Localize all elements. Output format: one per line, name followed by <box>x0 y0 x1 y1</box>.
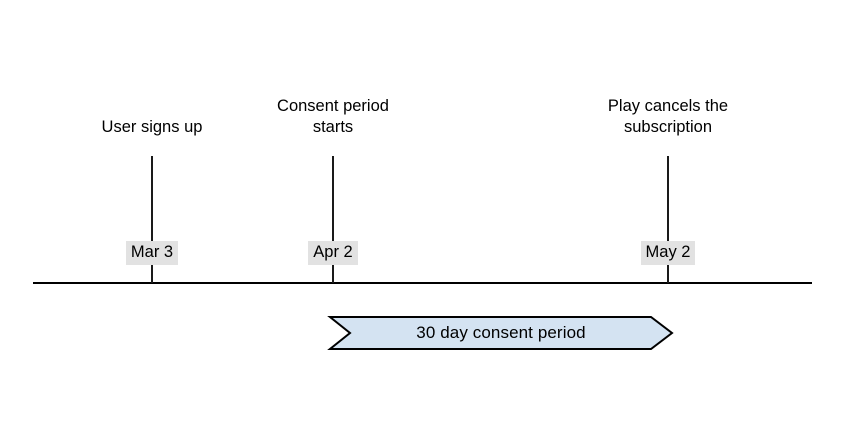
timeline-axis <box>33 282 812 284</box>
event-caption: Consent period starts <box>277 97 389 136</box>
consent-period-banner: 30 day consent period <box>327 316 674 350</box>
event-date-chip: Mar 3 <box>72 241 232 265</box>
event-date-label: May 2 <box>640 241 696 265</box>
event-stem-line <box>667 156 669 283</box>
event-stem-line <box>332 156 334 283</box>
event-date-label: Apr 2 <box>308 241 358 265</box>
event-date-label: Mar 3 <box>125 241 179 265</box>
event-caption: User signs up <box>101 118 203 136</box>
banner-arrow-shape <box>327 316 674 350</box>
event-date-chip: Apr 2 <box>253 241 413 265</box>
event-caption: Play cancels the subscription <box>607 97 729 136</box>
event-date-chip: May 2 <box>588 241 748 265</box>
banner-label: 30 day consent period <box>416 323 586 342</box>
event-stem-line <box>151 156 153 283</box>
banner-polygon <box>327 316 674 350</box>
